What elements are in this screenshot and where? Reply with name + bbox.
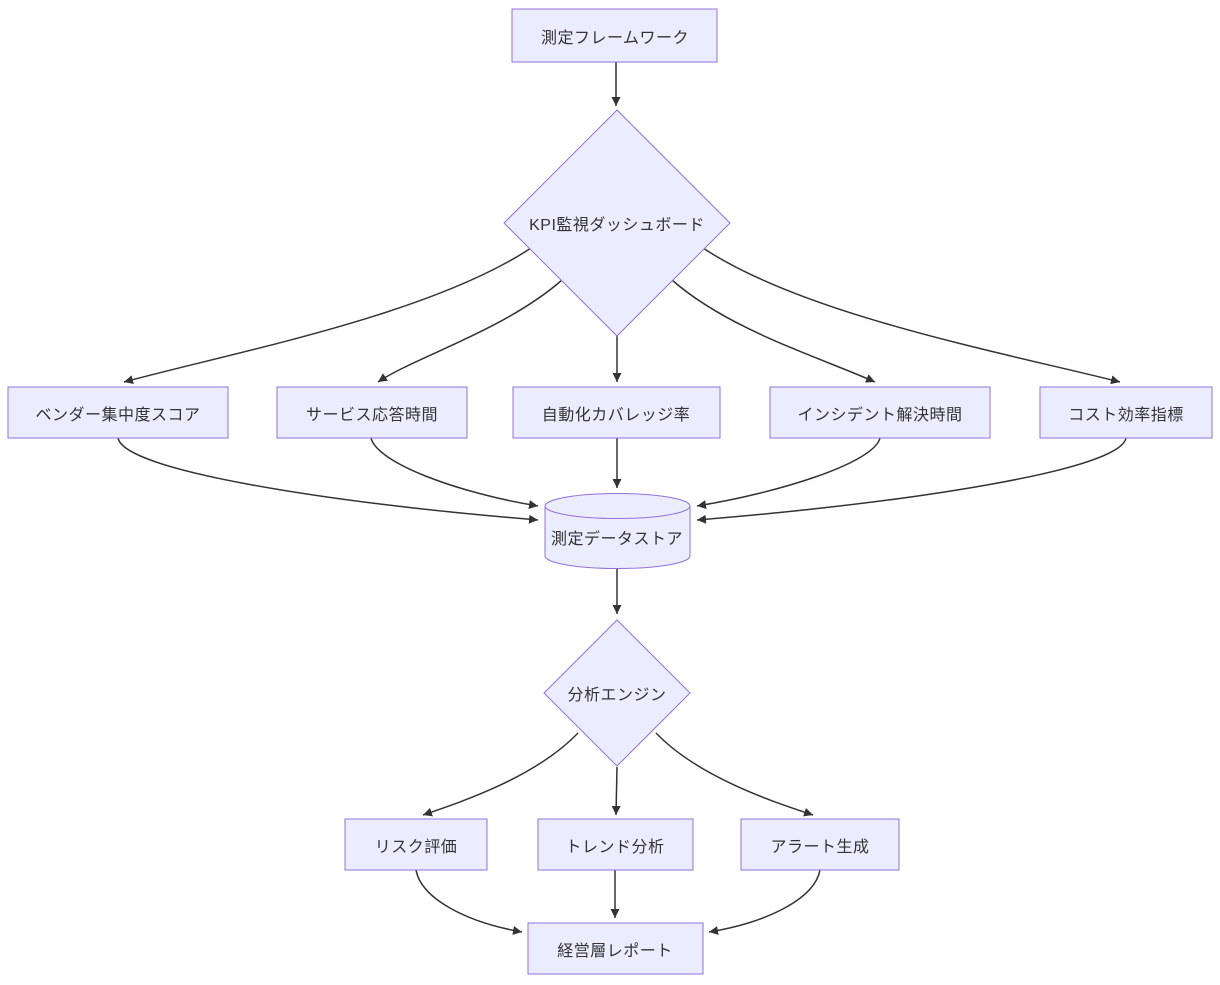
node-executive-report-label: 経営層レポート xyxy=(557,943,673,960)
node-data-store-label: 測定データストア xyxy=(550,531,684,548)
node-service-response-box xyxy=(276,386,468,439)
node-executive-report-box xyxy=(527,922,704,975)
edge-kpi-dashboard-to-service-response xyxy=(377,279,563,383)
node-analysis-engine-diamond xyxy=(543,619,691,767)
node-alert-generation-box xyxy=(740,818,900,871)
edge-risk-assessment-to-executive-report xyxy=(415,869,523,935)
edge-kpi-dashboard-to-vendor-concentration xyxy=(123,247,532,384)
node-incident-resolution-label: インシデント解決時間 xyxy=(797,407,963,424)
edge-kpi-dashboard-to-incident-resolution xyxy=(671,279,876,383)
node-cost-efficiency-box xyxy=(1039,386,1213,439)
node-trend-analysis-label: トレンド分析 xyxy=(565,839,665,856)
edge-kpi-dashboard-to-cost-efficiency xyxy=(702,247,1121,385)
node-kpi-dashboard-diamond xyxy=(503,109,731,337)
node-vendor-concentration-label: ベンダー集中度スコア xyxy=(35,407,201,424)
node-risk-assessment-box xyxy=(344,818,488,871)
node-cost-efficiency-label: コスト効率指標 xyxy=(1068,407,1184,424)
node-analysis-engine-label: 分析エンジン xyxy=(567,687,667,704)
edge-service-response-to-data-store xyxy=(370,437,539,509)
node-data-store-cylinder-top xyxy=(544,493,691,519)
edge-incident-resolution-to-data-store xyxy=(696,437,881,510)
node-trend-analysis-box xyxy=(537,818,694,871)
node-kpi-dashboard-label: KPI監視ダッシュボード xyxy=(529,217,705,234)
edge-analysis-engine-to-risk-assessment xyxy=(422,732,579,817)
edge-alert-generation-to-executive-report xyxy=(708,869,821,935)
node-automation-coverage-label: 自動化カバレッジ率 xyxy=(541,407,691,424)
edge-vendor-concentration-to-data-store xyxy=(117,437,539,524)
node-automation-coverage-box xyxy=(512,386,721,439)
node-vendor-concentration-box xyxy=(7,386,229,439)
node-service-response-label: サービス応答時間 xyxy=(305,407,439,424)
node-risk-assessment-label: リスク評価 xyxy=(374,839,458,856)
edge-cost-efficiency-to-data-store xyxy=(696,437,1127,524)
edge-analysis-engine-to-trend-analysis xyxy=(611,766,621,816)
node-framework-label: 測定フレームワーク xyxy=(540,30,690,47)
edge-analysis-engine-to-alert-generation xyxy=(655,732,814,817)
node-incident-resolution-box xyxy=(769,386,991,439)
node-data-store-cylinder-body xyxy=(544,506,691,569)
node-alert-generation-label: アラート生成 xyxy=(770,839,870,856)
node-framework-box xyxy=(511,8,718,63)
